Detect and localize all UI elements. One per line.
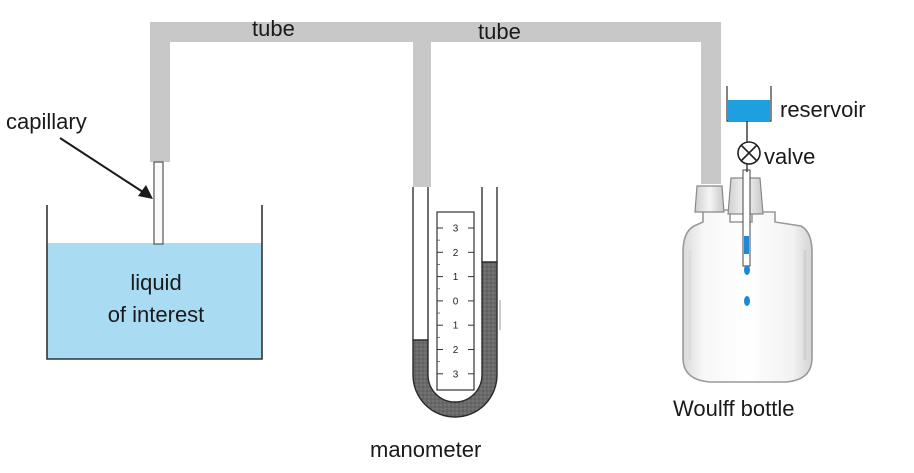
scale-tick-label: 0 [453,296,459,307]
manometer-fluid [412,261,498,418]
beaker-outline [46,205,263,360]
scale-tick-label: 3 [453,224,459,235]
scale-tick-label: 3 [453,369,459,380]
valve-icon [737,141,761,165]
woulff-bottle [682,169,813,383]
reservoir-label: reservoir [780,97,866,122]
scale-tick-label: 1 [453,321,459,332]
capillary [153,161,164,245]
tube-label-left: tube [252,16,295,41]
capillary-arrow [59,137,153,199]
tube-middle-down [413,22,431,187]
droplet [744,296,750,306]
tube-label-right: tube [478,19,521,44]
reservoir-fill [728,100,770,121]
liquid-label-line2: of interest [108,302,205,327]
bottle-body [682,209,813,383]
scale-ticks: 3 2 1 0 1 2 3 [437,224,474,380]
valve-label: valve [764,144,815,169]
tubing [150,22,721,187]
tube-horizontal [150,22,721,42]
tube-right-down [701,22,721,184]
manometer: 3 2 1 0 1 2 3 [412,187,501,418]
bottle-neck-left [694,185,725,213]
droplet [744,265,750,275]
liquid-fill [47,243,262,359]
scale-tick-label: 1 [453,272,459,283]
reservoir-assembly [726,86,772,172]
manometer-label: manometer [370,437,481,462]
capillary-label: capillary [6,109,87,134]
scale-tick-label: 2 [453,345,459,356]
beaker [46,205,263,360]
drip-tube-water [744,236,749,254]
tube-left-down [150,22,170,162]
scale-tick-label: 2 [453,248,459,259]
bottle-label: Woulff bottle [673,396,794,421]
liquid-label-line1: liquid [130,270,181,295]
